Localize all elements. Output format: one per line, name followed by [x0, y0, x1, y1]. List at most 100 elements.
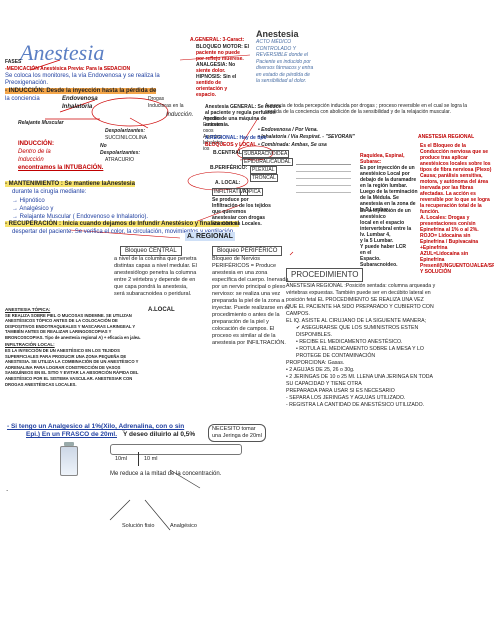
check-text: ASEGURARSE QUE LOS SUMINISTROS ESTEN DIS…	[296, 325, 419, 338]
atracurio-label: ATRACURIO	[105, 157, 135, 163]
syringe-icon	[110, 444, 242, 455]
anestesia-box-line: CONTROLADO Y	[256, 45, 296, 52]
raquidea-text: Es por inyección de un anestésico Local …	[360, 165, 418, 213]
infil-text: ES LA INYECCIÓN DE UN ANESTÉSICO EN LOS …	[5, 347, 139, 387]
bloqueo-central-head: Bloqueo CENTRAL	[120, 246, 182, 256]
regional-item: A. Locales: Drogas y presentaciones con/…	[420, 215, 479, 233]
via-combinada: • Combinada: Ambas, Se usa	[258, 142, 327, 148]
page-title: Anestesia	[20, 40, 105, 65]
regional-item: Es el Bloqueo de la Conducción nerviosa …	[420, 143, 492, 173]
agentes-line: ios	[203, 146, 210, 152]
recuperacion-line: - RECUPERACIÓN : Inicia cuando dejamos d…	[5, 221, 240, 227]
needed-line: NECESITO tomar	[212, 426, 256, 432]
agentes-line: Agentes	[203, 116, 222, 122]
anestesia-box-line: REVERSIBLE donde el	[256, 52, 308, 58]
bloqueo-central-text: a nivel de la columna que penetra distin…	[114, 256, 197, 297]
reduce-text: Me reduce a la mitad de la concentración…	[110, 471, 222, 477]
induccion-box-line: INDUCCIÓN:	[18, 141, 54, 147]
induccion-box: INDUCCIÓN: Dentro de la Inducción encont…	[18, 140, 103, 172]
local-opt: TÓPICA	[240, 188, 263, 196]
epidural-line: local en el espacio	[360, 220, 405, 226]
bullet-dot: .	[6, 484, 9, 493]
sedation-line: -MEDICACIÓN Anestésica Previa: Para la S…	[5, 66, 131, 72]
despolarizantes-label: Despolarizantes:	[105, 128, 146, 134]
fases-label: FASES	[5, 59, 22, 65]
topica-head: ANESTESIA TÓPICA:	[5, 307, 51, 312]
general-items: BLOQUEO MOTOR: El paciente no puede por …	[196, 44, 249, 98]
central-sub: SUBARACNOIDEA	[242, 150, 290, 158]
induction-line: - INDUCCIÓN: Desde la inyección hasta la…	[5, 88, 157, 94]
drogas-label: Drogas	[148, 96, 165, 102]
check-item: • ROTULA EL MEDICAMENTO SOBRE LA MESA Y …	[296, 346, 424, 359]
more-text: - SEPARA LOS JERINGAS Y AGUJAS UTILIZADO…	[286, 395, 406, 401]
general-item: por reflejo muerese.	[196, 56, 244, 62]
anestesia-definition-box: Anestesia ACTO MÉDICO CONTROLADO Y REVER…	[256, 29, 326, 85]
recuperacion-line-2: despertar del paciente. Se verifica el c…	[12, 229, 235, 235]
general-item: siente dolor.	[196, 68, 226, 74]
regional-tipos: BLOQUEOS y LOCAL	[205, 142, 257, 148]
mant-item-text: Relajante Muscular ( Endovenoso e Inhala…	[19, 214, 149, 220]
infil-head: INFILTRACIÓN LOCAL:	[5, 342, 55, 348]
proporciona: PROPORCIONA: Gasas.	[286, 360, 345, 366]
general-item: sentido de	[196, 80, 222, 86]
sedation-line-3: Preoxigenación.	[5, 80, 49, 86]
via-inhalatoria: • Inhalatoria / Vía Respirat. - "SEVORAN…	[258, 134, 355, 140]
calc-line-1: - Si tengo un Analgesico al 1%(Xilo, Adr…	[7, 423, 185, 430]
regional-section-head: ANESTESIA REGIONAL	[418, 134, 475, 140]
general-anest-line: anestesia.	[205, 122, 230, 128]
agentes-line: osos	[203, 128, 214, 134]
regional-item: Causa; parálisis sensitiva, motora, y au…	[420, 173, 490, 215]
ml-label-1: 10ml	[115, 456, 127, 462]
regional-item: ROJO= Lidocaína sin Epinefrina / Bupivac…	[420, 233, 479, 251]
no-despol-label: Despolarizantes:	[100, 150, 141, 156]
bloqueo-periferico-head: Bloqueo PERIFÉRICO	[212, 246, 283, 256]
syringe-divider	[138, 452, 139, 466]
general-anest: Anestesia GENERAL: Se induce al paciente…	[205, 104, 281, 128]
ml-label-2: 10 ml	[144, 456, 158, 462]
sedation-line-2: Se coloca los monitores, la vía Endoveno…	[5, 73, 160, 79]
check-text: RECIBE EL MEDICAMENTO ANESTÉSICO.	[299, 339, 403, 345]
inductoras-label: Inductoras en la	[148, 103, 184, 109]
induccion-box-line: Inducción	[18, 157, 44, 163]
topica-block: ANESTESIA TÓPICA: SE REALIZA SOBRE PIEL …	[5, 307, 145, 387]
anestesia-box-line: en estado de pérdida de	[256, 71, 310, 78]
mant-item: → Hipnótico	[12, 198, 45, 204]
mantenimiento-text: - MANTENIMIENTO : Se mantiene laAnestesi…	[5, 181, 135, 187]
local-head: A. LOCAL:	[215, 180, 241, 186]
general-item: ANALGESIA: No	[196, 62, 236, 68]
needed-box: NECESITO tomar una Jeringa de 20ml	[208, 424, 266, 442]
topica-text: SE REALIZA SOBRE PIEL O MUCOSAS INDEMNE.…	[5, 312, 141, 340]
general-anest-line: medio de una máquina de	[205, 116, 267, 122]
calc-line-3: Y deseo diluirlo al 0,5%	[123, 431, 196, 438]
via-inhalatoria-text: Inhalatoria / Vía Respirat. - "SEVORAN"	[261, 134, 355, 140]
via-endovenosa-text: Endovenosa / Por Vena.	[261, 127, 318, 133]
epidural-line: Es la inyección de un	[360, 208, 411, 214]
procedimiento-intro: ANESTESIA REGIONAL :Posición sentada: co…	[286, 283, 436, 317]
anestesia-box-head: Anestesia	[256, 29, 299, 39]
agentes-col: Agentes Endoven osos Agentes Inhalator i…	[203, 116, 223, 152]
general-item: paciente no puede	[196, 50, 240, 56]
via-endovenosa: • Endovenosa / Por Vena.	[258, 127, 318, 133]
inhalatoria-label: Inhalatoria	[62, 104, 93, 110]
needed-line-2: una Jeringa de 20ml	[212, 433, 262, 439]
central-sub: EPIDURAL/CAUDAL	[242, 158, 293, 166]
local-produce: Se produce por Infiltración de los tejid…	[212, 197, 271, 227]
sol-label: Solución fisio	[122, 523, 155, 529]
mant-item-text: Analgésico y	[19, 206, 54, 212]
epidural-line: lv. Lumbar 4,	[360, 232, 391, 238]
anestesia-box-line: Paciente es inducido por	[256, 58, 311, 65]
epidural-line: Espacio. Subaracnoideo.	[360, 256, 398, 268]
ausencia-paragraph: Ausencia de toda percepción inducida por…	[265, 103, 468, 115]
succinil-label: SUCCINILCOLINA	[105, 135, 147, 141]
general-head: A.GENERAL: 3-Caract:	[190, 37, 245, 43]
no-label: No	[100, 143, 107, 149]
more-text: PREPARADA PARA USAR SI ES NECESARIO	[286, 388, 395, 394]
agentes-line: Inhalator	[203, 140, 223, 146]
relajante-label: Relajante Muscular	[18, 120, 64, 126]
mant-item: → Relajante Muscular ( Endovenoso e Inha…	[12, 214, 149, 220]
check-item: • RECIBE EL MEDICAMENTO ANESTÉSICO.	[296, 339, 403, 345]
local-opt: INFILTRATIVA	[212, 188, 249, 196]
epidural-line: y la 5 Lumbar.	[360, 238, 394, 244]
more-item: • 2 JERINGAS DE 10 o 25 Ml. LLENA UNA JE…	[286, 374, 433, 387]
anestesia-box-line: la sensibilidad al dolor.	[256, 78, 307, 84]
